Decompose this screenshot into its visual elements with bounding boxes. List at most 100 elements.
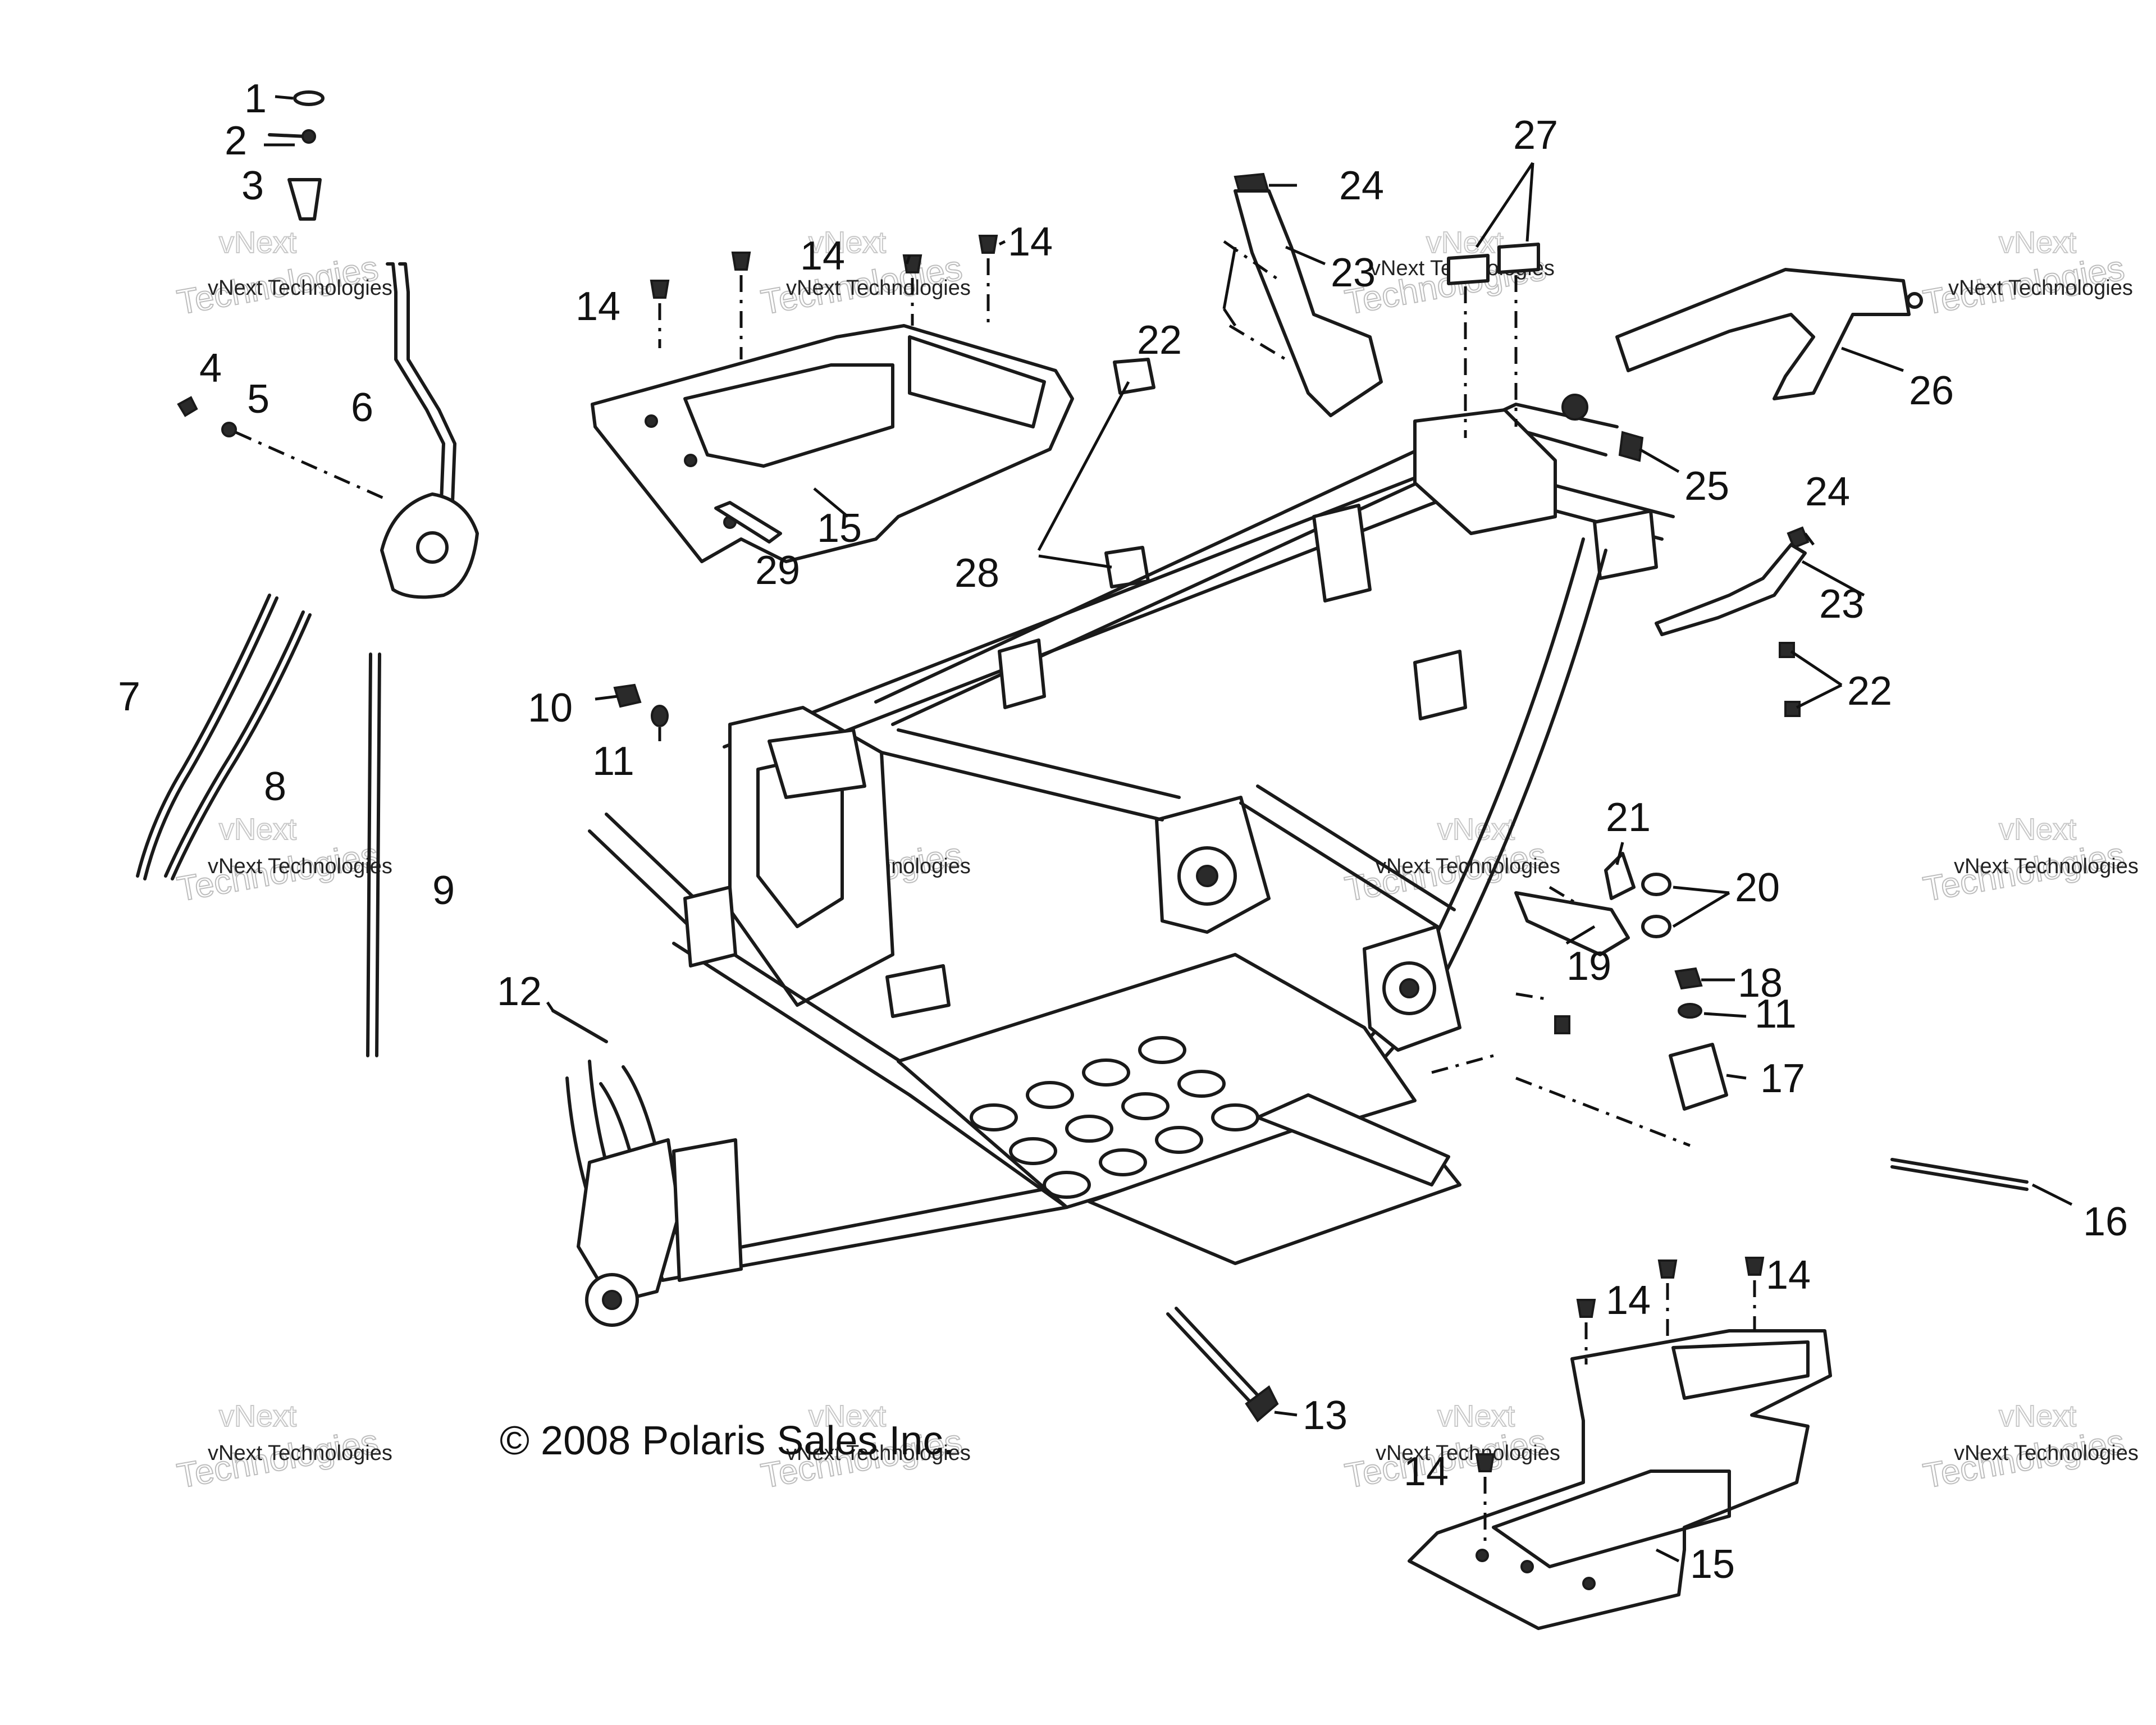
callout-22-upper: 22 bbox=[1137, 318, 1182, 363]
callout-17: 17 bbox=[1760, 1056, 1805, 1101]
callout-3: 3 bbox=[241, 163, 264, 208]
callout-18: 18 bbox=[1738, 961, 1783, 1006]
callout-14-e: 14 bbox=[1766, 1253, 1811, 1298]
part-23-bracket-upper bbox=[1234, 189, 1383, 417]
copyright-notice: © 2008 Polaris Sales Inc. bbox=[500, 1418, 954, 1463]
callout-24-lower: 24 bbox=[1805, 469, 1850, 514]
watermark-group: vNext Technologies vNext Technologies vN… bbox=[173, 225, 2139, 1496]
part-5-bolt bbox=[221, 422, 389, 501]
watermark-bottom-right-center: vNext Technologies vNext Technologies bbox=[1341, 1399, 1560, 1496]
part-12-bolt bbox=[551, 1009, 608, 1043]
part-22-bolts-upper bbox=[1223, 240, 1287, 361]
part-2-pin bbox=[268, 129, 316, 144]
callout-14-b: 14 bbox=[800, 234, 845, 279]
callout-2: 2 bbox=[225, 118, 247, 163]
part-22-bolts-lower bbox=[1779, 642, 1801, 717]
callout-14-f: 14 bbox=[1404, 1449, 1449, 1494]
part-20-bolts bbox=[1641, 873, 1671, 938]
part-6-brake-lever bbox=[380, 262, 479, 599]
watermark-mid-left: vNext Technologies vNext Technologies bbox=[173, 812, 392, 910]
svg-text:vNext: vNext bbox=[1426, 226, 1504, 259]
svg-text:vNext: vNext bbox=[1999, 1399, 2076, 1433]
part-7-cable bbox=[136, 594, 278, 880]
svg-text:vNext: vNext bbox=[1437, 813, 1515, 846]
callout-25: 25 bbox=[1684, 464, 1729, 509]
callout-14-c: 14 bbox=[1008, 220, 1053, 264]
part-13-bolt bbox=[1166, 1307, 1279, 1422]
watermark-mid-right: vNext Technologies vNext Technologies bbox=[1920, 812, 2139, 910]
part-4-screw bbox=[177, 396, 198, 417]
callout-11-left: 11 bbox=[592, 739, 634, 784]
svg-text:vNext Technologies: vNext Technologies bbox=[1376, 1441, 1560, 1465]
watermark-top-left: vNext Technologies vNext Technologies bbox=[173, 225, 392, 323]
part-28-bushings bbox=[1104, 358, 1155, 588]
callout-4: 4 bbox=[199, 346, 222, 391]
watermark-bottom-right: vNext Technologies vNext Technologies bbox=[1920, 1399, 2138, 1496]
callout-23-lower: 23 bbox=[1819, 582, 1864, 627]
callout-23-upper: 23 bbox=[1331, 250, 1376, 295]
callout-9: 9 bbox=[432, 868, 455, 913]
part-1-clip bbox=[275, 90, 325, 106]
svg-text:vNext Technologies: vNext Technologies bbox=[786, 1441, 971, 1465]
part-24-grip-lower bbox=[1787, 526, 1810, 549]
callout-11-right: 11 bbox=[1755, 992, 1797, 1037]
part-16-bolt-small bbox=[1554, 1015, 1570, 1034]
part-19-bracket bbox=[1514, 891, 1630, 956]
callout-22-lower: 22 bbox=[1847, 669, 1892, 714]
part-9-rod bbox=[366, 652, 381, 1057]
svg-text:vNext: vNext bbox=[219, 1399, 296, 1433]
callout-14-d: 14 bbox=[1606, 1278, 1651, 1323]
callout-1: 1 bbox=[244, 76, 267, 121]
callout-labels: 1 2 3 4 5 6 7 8 9 10 11 11 12 13 14 14 1… bbox=[118, 76, 2128, 1587]
callout-27: 27 bbox=[1513, 113, 1558, 158]
part-11-washer-left bbox=[651, 705, 669, 727]
callout-13: 13 bbox=[1303, 1393, 1347, 1438]
watermark-top-center: vNext Technologies vNext Technologies bbox=[757, 225, 971, 323]
part-17-mount bbox=[1431, 1043, 1728, 1147]
part-29-pin bbox=[714, 501, 782, 544]
svg-text:vNext: vNext bbox=[808, 1399, 886, 1433]
callout-6: 6 bbox=[351, 385, 373, 430]
part-23-bracket-lower bbox=[1655, 543, 1807, 636]
footrest-holes bbox=[970, 1036, 1259, 1199]
callout-16: 16 bbox=[2083, 1199, 2128, 1244]
part-15-footrest-lower bbox=[1408, 1329, 1832, 1630]
callout-15-lower: 15 bbox=[1690, 1542, 1735, 1587]
svg-text:vNext Technologies: vNext Technologies bbox=[208, 276, 392, 300]
part-14-fasteners-upper bbox=[650, 235, 998, 359]
part-15-footrest-upper bbox=[591, 324, 1074, 563]
svg-text:vNext: vNext bbox=[219, 813, 296, 846]
watermark-bottom-left: vNext Technologies vNext Technologies bbox=[173, 1399, 392, 1496]
callout-24-upper: 24 bbox=[1339, 163, 1384, 208]
svg-text:vNext Technologies: vNext Technologies bbox=[1954, 1441, 2139, 1465]
callout-19: 19 bbox=[1566, 944, 1611, 989]
callout-15-upper: 15 bbox=[817, 506, 862, 551]
svg-text:vNext: vNext bbox=[1437, 1399, 1515, 1433]
svg-text:vNext Technologies: vNext Technologies bbox=[208, 855, 392, 878]
callout-29: 29 bbox=[755, 548, 800, 593]
callout-20: 20 bbox=[1735, 865, 1780, 910]
svg-text:vNext: vNext bbox=[1999, 813, 2076, 846]
svg-text:vNext Technologies: vNext Technologies bbox=[1948, 276, 2133, 300]
leader-lines bbox=[264, 143, 2073, 1563]
svg-text:vNext: vNext bbox=[219, 226, 296, 259]
callout-26: 26 bbox=[1909, 368, 1954, 413]
main-frame bbox=[565, 403, 1675, 1327]
part-3-grip bbox=[287, 178, 322, 221]
part-26-grab-bar bbox=[1615, 268, 1923, 400]
callout-21: 21 bbox=[1606, 795, 1651, 840]
part-16-connector bbox=[1515, 992, 1550, 1001]
part-25-bumpers bbox=[1561, 394, 1644, 462]
svg-text:vNext Technologies: vNext Technologies bbox=[786, 276, 971, 300]
part-16-rod bbox=[1890, 1158, 2029, 1191]
callout-14-a: 14 bbox=[575, 284, 620, 329]
callout-12: 12 bbox=[497, 969, 542, 1014]
watermark-top-right: vNext Technologies vNext Technologies bbox=[1920, 225, 2133, 323]
svg-text:vNext Technologies: vNext Technologies bbox=[208, 1441, 392, 1465]
part-10-nut bbox=[613, 683, 642, 708]
svg-text:vNext: vNext bbox=[1999, 226, 2076, 259]
part-11-washer-right bbox=[1678, 1003, 1702, 1019]
callout-10: 10 bbox=[528, 686, 573, 731]
svg-text:vNext Technologies: vNext Technologies bbox=[1954, 855, 2139, 878]
svg-text:vNext: vNext bbox=[808, 226, 886, 259]
